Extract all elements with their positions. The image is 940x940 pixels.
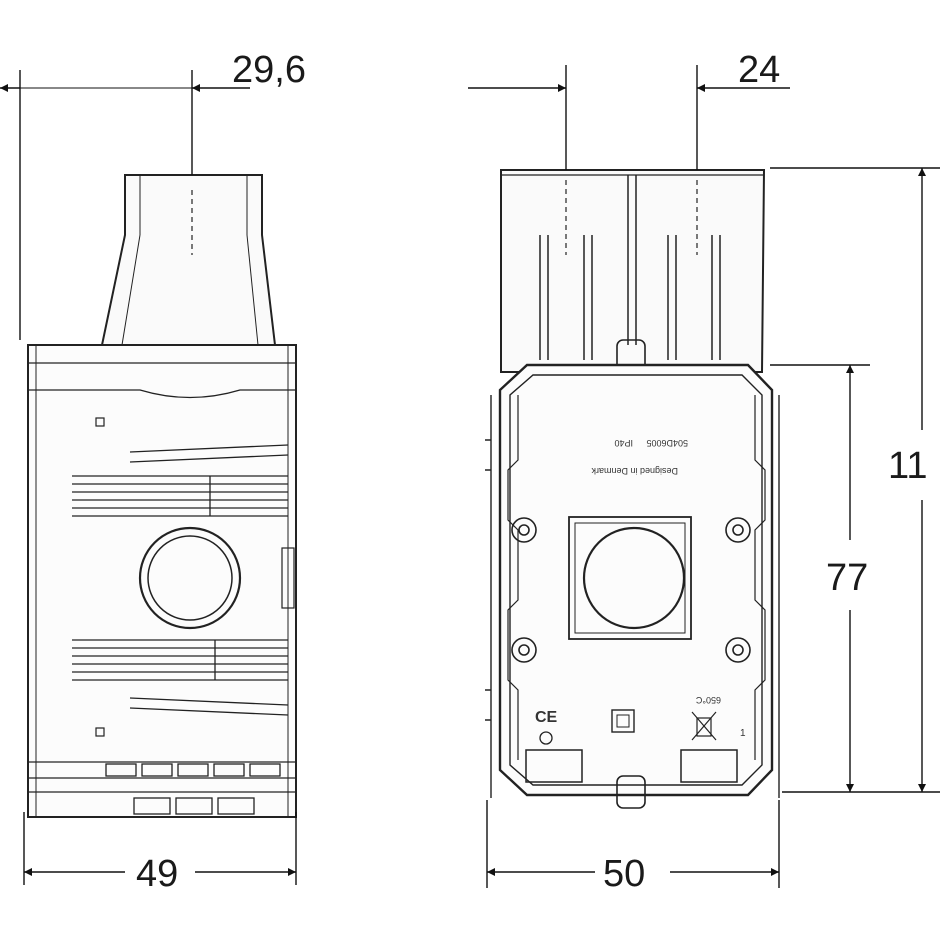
side-view-dimensions [0,70,297,885]
side-view [27,174,297,818]
front-view-top-housing [500,169,766,373]
front-label-line2: IP40 [614,438,633,448]
temp-mark: 650°C [695,695,721,705]
front-view-dimensions [468,65,940,888]
double-insulation-icon [611,709,635,733]
front-label-line1: Designed in Denmark [591,466,678,476]
front-view-gland-frame [568,516,692,640]
front-view-body-outer [498,363,774,797]
front-label-line3: 504D6005 [646,438,688,448]
side-view-gland-inner [147,535,233,621]
front-view-gland [582,526,686,630]
digit-mark: 1 [740,728,746,739]
ground-symbol-icon [539,731,553,745]
ce-mark: CE [535,709,558,726]
front-view [485,169,780,809]
side-view-gland-outer [138,526,242,630]
side-view-body [27,344,297,818]
dim-front-inner-height: 77 [826,557,868,599]
front-label: Designed in Denmark IP40 504D6005 [591,438,688,476]
dim-side-width: 49 [136,853,178,895]
weee-bin-icon [691,711,717,741]
dim-front-total-height: 11 [888,445,927,487]
dim-front-width: 50 [603,853,645,895]
dim-side-top-width: 29,6 [232,49,306,91]
dim-front-top-width: 24 [738,49,780,91]
